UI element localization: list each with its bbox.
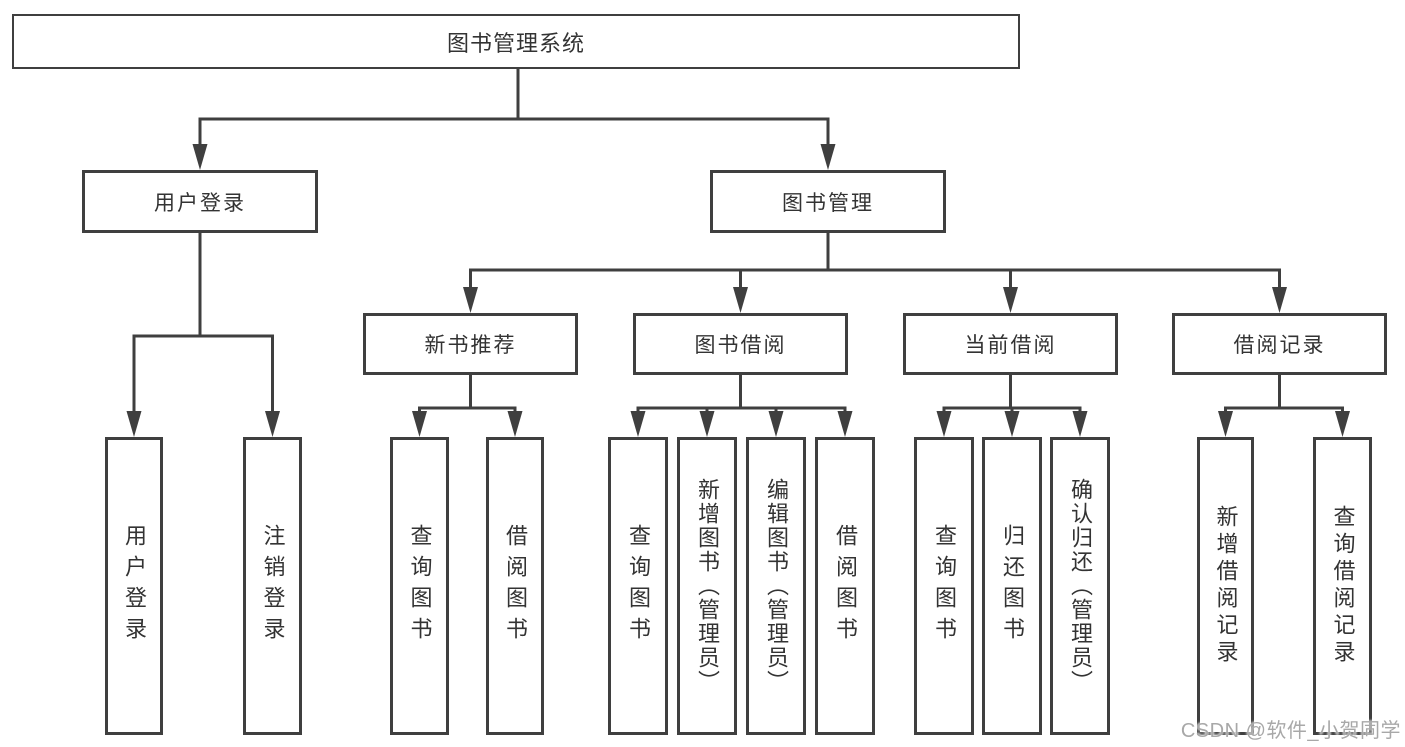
- node-label: 新增图书（管理员）: [695, 478, 720, 694]
- arrowhead-icon: [699, 411, 715, 437]
- node-user-login-branch: 用户登录: [82, 170, 318, 233]
- node-label: 借阅图书: [833, 524, 858, 648]
- node-label: 查询图书: [626, 524, 651, 648]
- node-library-management-system: 图书管理系统: [12, 14, 1020, 69]
- node-label: 编辑图书（管理员）: [764, 478, 789, 694]
- leaf-edit-books-admin: 编辑图书（管理员）: [746, 437, 806, 735]
- arrowhead-icon: [630, 411, 646, 437]
- leaf-query-books-3: 查询图书: [914, 437, 974, 735]
- node-label: 用户登录: [154, 191, 246, 215]
- leaf-add-books-admin: 新增图书（管理员）: [677, 437, 737, 735]
- arrowhead-icon: [820, 144, 836, 170]
- arrowhead-icon: [1335, 411, 1350, 437]
- arrowhead-icon: [412, 411, 427, 437]
- arrowhead-icon: [463, 287, 478, 313]
- leaf-query-books-2: 查询图书: [608, 437, 668, 735]
- node-label: 图书借阅: [694, 334, 787, 357]
- node-new-book-recommendation: 新书推荐: [363, 313, 578, 375]
- leaf-query-books-1: 查询图书: [390, 437, 449, 735]
- node-label: 归还图书: [1000, 524, 1025, 648]
- leaf-confirm-return-admin: 确认归还（管理员）: [1050, 437, 1110, 735]
- arrowhead-icon: [507, 411, 523, 437]
- arrowhead-icon: [1272, 287, 1287, 313]
- arrowhead-icon: [192, 144, 208, 170]
- leaf-borrow-books-1: 借阅图书: [486, 437, 544, 735]
- leaf-add-borrow-record: 新增借阅记录: [1197, 437, 1254, 735]
- node-label: 查询图书: [407, 524, 433, 648]
- node-label: 新书推荐: [424, 334, 517, 357]
- arrowhead-icon: [265, 411, 280, 437]
- node-book-borrowing: 图书借阅: [633, 313, 848, 375]
- node-label: 确认归还（管理员）: [1068, 478, 1093, 694]
- arrowhead-icon: [126, 411, 142, 437]
- node-borrowing-records: 借阅记录: [1172, 313, 1387, 375]
- leaf-query-borrow-record: 查询借阅记录: [1313, 437, 1372, 735]
- leaf-logout: 注销登录: [243, 437, 302, 735]
- node-label: 用户登录: [122, 524, 147, 648]
- node-label: 查询借阅记录: [1330, 505, 1356, 667]
- node-label: 图书管理: [782, 191, 874, 215]
- arrowhead-icon: [733, 287, 748, 313]
- node-current-borrowing: 当前借阅: [903, 313, 1118, 375]
- node-label: 查询图书: [932, 524, 957, 648]
- leaf-user-login: 用户登录: [105, 437, 163, 735]
- arrowhead-icon: [1004, 411, 1020, 437]
- node-label: 新增借阅记录: [1213, 505, 1239, 667]
- arrowhead-icon: [1003, 287, 1018, 313]
- arrowhead-icon: [837, 411, 853, 437]
- node-label: 注销登录: [260, 524, 286, 648]
- node-book-management-branch: 图书管理: [710, 170, 946, 233]
- arrowhead-icon: [1218, 411, 1233, 437]
- node-label: 当前借阅: [964, 334, 1057, 357]
- leaf-borrow-books-2: 借阅图书: [815, 437, 875, 735]
- node-label: 图书管理系统: [446, 30, 585, 56]
- arrowhead-icon: [1072, 411, 1088, 437]
- watermark: CSDN @软件_小贺同学: [1180, 720, 1401, 742]
- leaf-return-books: 归还图书: [982, 437, 1042, 735]
- node-label: 借阅记录: [1233, 334, 1326, 357]
- node-label: 借阅图书: [503, 524, 528, 648]
- arrowhead-icon: [768, 411, 784, 437]
- arrowhead-icon: [936, 411, 952, 437]
